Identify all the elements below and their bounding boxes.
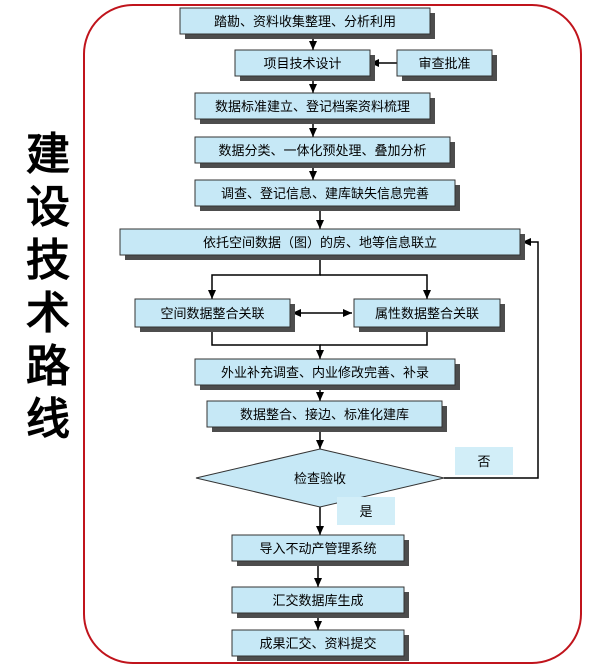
box-body — [396, 49, 493, 77]
side-title-char: 设 — [26, 182, 70, 233]
label-yes: 是 — [337, 497, 395, 525]
box-body — [194, 358, 456, 386]
label-no-bg — [455, 447, 513, 475]
box-label: 依托空间数据（图）的房、地等信息联立 — [203, 235, 437, 251]
box-body — [353, 298, 501, 328]
side-title-char: 线 — [26, 394, 70, 445]
box-body — [194, 179, 456, 207]
box-body — [231, 586, 405, 614]
step-data-standard: 数据标准建立、登记档案资料梳理 — [194, 92, 435, 124]
step-investigate-complete: 调查、登记信息、建库缺失信息完善 — [194, 179, 460, 211]
step-submit-database: 汇交数据库生成 — [231, 586, 409, 618]
box-label: 项目技术设计 — [263, 57, 341, 72]
rounded-frame — [83, 4, 582, 664]
box-body — [206, 400, 443, 428]
label-yes-text: 是 — [359, 505, 372, 520]
step-attribute-integration: 属性数据整合关联 — [353, 298, 505, 332]
box-body — [119, 228, 521, 256]
step-survey-collect: 踏勘、资料收集整理、分析利用 — [179, 7, 435, 39]
label-no: 否 — [455, 447, 513, 475]
arrow-link-to-spatial — [208, 255, 321, 299]
step-results-submit: 成果汇交、资料提交 — [231, 629, 409, 661]
box-body — [231, 629, 405, 657]
arrow-check-no-loop — [444, 238, 539, 479]
decision-label: 检查验收 — [294, 471, 346, 487]
box-label: 审查批准 — [418, 57, 470, 72]
box-label: 数据标准建立、登记档案资料梳理 — [215, 100, 410, 115]
box-label: 外业补充调查、内业修改完善、补录 — [221, 365, 429, 381]
decision-diamond — [195, 448, 445, 508]
box-label: 空间数据整合关联 — [160, 307, 264, 322]
step-technical-design: 项目技术设计 — [234, 49, 375, 81]
box-label: 成果汇交、资料提交 — [259, 636, 376, 652]
line-attribute-to-field — [320, 327, 428, 346]
box-body — [234, 49, 371, 77]
box-body — [231, 534, 405, 562]
step-import-system: 导入不动产管理系统 — [231, 534, 409, 566]
box-body — [134, 298, 291, 328]
step-integrate-build: 数据整合、接边、标准化建库 — [206, 400, 447, 432]
box-label: 汇交数据库生成 — [272, 593, 363, 609]
box-label: 调查、登记信息、建库缺失信息完善 — [221, 186, 429, 202]
decision-check: 检查验收 — [195, 448, 445, 508]
side-title-char: 路 — [26, 341, 70, 392]
arrow-spatial-to-field — [211, 327, 324, 359]
side-title-char: 术 — [26, 288, 70, 339]
step-field-supplement: 外业补充调查、内业修改完善、补录 — [194, 358, 460, 390]
box-label: 数据分类、一体化预处理、叠加分析 — [218, 144, 426, 159]
step-spatial-link: 依托空间数据（图）的房、地等信息联立 — [119, 228, 525, 260]
box-label: 数据整合、接边、标准化建库 — [240, 407, 409, 423]
label-no-text: 否 — [477, 455, 490, 470]
step-spatial-integration: 空间数据整合关联 — [134, 298, 295, 332]
box-body — [194, 92, 431, 120]
box-label: 踏勘、资料收集整理、分析利用 — [214, 14, 396, 30]
label-yes-bg — [337, 497, 395, 525]
arrow-link-to-attribute — [320, 274, 431, 299]
side-title-char: 技 — [26, 235, 70, 286]
box-body — [194, 136, 451, 164]
box-label: 导入不动产管理系统 — [259, 542, 376, 557]
step-classify-preprocess: 数据分类、一体化预处理、叠加分析 — [194, 136, 455, 168]
side-title-char: 建 — [26, 129, 70, 180]
step-review-approve: 审查批准 — [396, 49, 497, 81]
side-title: 建设技术路线 — [18, 128, 78, 446]
box-body — [179, 7, 431, 35]
box-label: 属性数据整合关联 — [375, 307, 479, 322]
